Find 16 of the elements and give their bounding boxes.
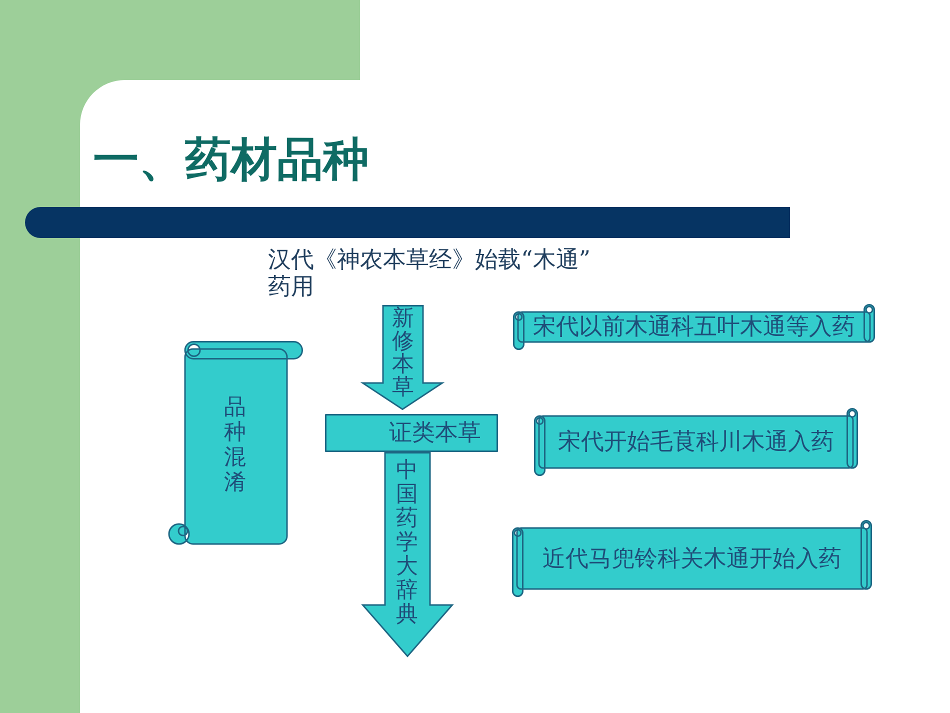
down-arrow xyxy=(362,305,443,410)
scroll-text: 宋代以前木通科五叶木通等入药 xyxy=(533,313,855,341)
horizontal-scroll xyxy=(534,408,858,476)
horizontal-scroll xyxy=(512,520,872,597)
scroll-text: 宋代开始毛茛科川木通入药 xyxy=(558,428,834,456)
arrow-text: 中国药学大辞典 xyxy=(395,459,419,627)
horizontal-scroll xyxy=(513,304,875,350)
box-text: 证类本草 xyxy=(389,419,481,447)
scroll-text: 品种混淆 xyxy=(223,395,247,495)
arrow-text: 新修本草 xyxy=(391,307,415,399)
scroll-text: 近代马兜铃科关木通开始入药 xyxy=(542,544,842,572)
note-text: 汉代《神农本草经》始载“木通”药用 xyxy=(268,247,592,301)
vertical-scroll xyxy=(168,341,303,545)
down-arrow xyxy=(362,452,453,657)
slide-title: 一、药材品种 xyxy=(93,132,369,186)
process-box xyxy=(325,414,498,452)
